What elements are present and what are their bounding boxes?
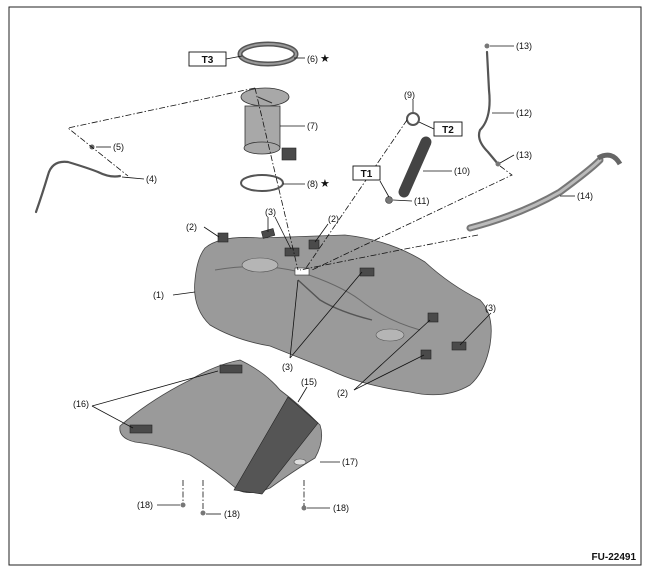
part-16-protector (119, 359, 323, 495)
label-4: (4) (146, 174, 157, 184)
part-10-hose (398, 136, 432, 198)
part-14-filler-pipe (466, 152, 623, 232)
label-3b: (3) (282, 362, 293, 372)
label-5: (5) (113, 142, 124, 152)
label-11: (11) (414, 196, 429, 206)
torque-code-t2: T2 (442, 125, 454, 136)
label-13a: (13) (516, 41, 532, 51)
label-18a: (18) (137, 500, 153, 510)
label-16: (16) (73, 399, 89, 409)
label-6: (6) (307, 54, 318, 64)
part-2-mounts (217, 232, 439, 360)
part-12-pipe (477, 43, 501, 167)
label-15: (15) (301, 377, 317, 387)
torque-code-t1: T1 (361, 169, 373, 180)
star-8: ★ (320, 177, 330, 190)
label-14: (14) (577, 191, 593, 201)
torque-box-t2: T2 (433, 121, 463, 137)
star-6: ★ (320, 52, 330, 65)
leader-lines (91, 45, 575, 515)
torque-box-t1: T1 (352, 165, 381, 181)
part-11-clamp (385, 196, 393, 204)
part-6-lock-ring (237, 41, 299, 67)
part-9-o-ring (406, 112, 420, 126)
part-1-fuel-tank (194, 234, 492, 396)
label-10: (10) (454, 166, 470, 176)
label-8: (8) (307, 179, 318, 189)
part-3-pads (261, 228, 467, 351)
label-18b: (18) (224, 509, 240, 519)
part-18-bolts (180, 502, 307, 516)
label-2a: (2) (186, 222, 197, 232)
torque-code-t3: T3 (202, 55, 214, 66)
label-3a: (3) (265, 207, 276, 217)
label-2c: (2) (337, 388, 348, 398)
label-12: (12) (516, 108, 532, 118)
torque-box-t3: T3 (188, 51, 227, 67)
label-7: (7) (307, 121, 318, 131)
label-18c: (18) (333, 503, 349, 513)
label-2b: (2) (328, 214, 339, 224)
label-1: (1) (153, 290, 164, 300)
figure-code: FU-22491 (592, 552, 637, 563)
part-labels: (6) ★ (7) (8) ★ (5) (4) (9) (10) (11) (1… (73, 41, 593, 519)
label-9: (9) (404, 90, 415, 100)
label-13b: (13) (516, 150, 532, 160)
part-8-gasket (240, 174, 284, 192)
assembly-lines (67, 87, 513, 511)
label-17: (17) (342, 457, 358, 467)
label-3c: (3) (485, 303, 496, 313)
part-7-fuel-pump (240, 87, 297, 161)
